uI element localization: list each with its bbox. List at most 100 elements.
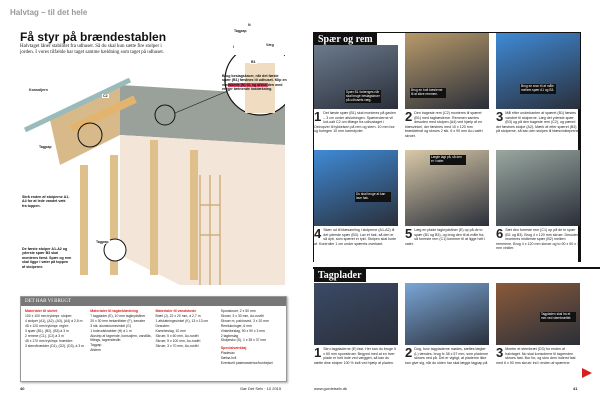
materials-item: Kamrbeslag, 10 mm: [155, 329, 186, 334]
label-b1: B1: [250, 60, 257, 64]
photo-caption-tag: Brug en snor til at måle mellem spær A1 …: [520, 84, 556, 94]
page-number-right: 41: [573, 386, 578, 391]
materials-item: 1 tudeudskrabber (H) á 1 m: [90, 329, 132, 334]
callout-beslagskruer: Brug beslagskruer, når det første spær (…: [222, 74, 287, 92]
materials-item: 2 tagbeslag: [220, 333, 239, 338]
photo-caption-tag: Spær B1 forlænges når skal bruge beslags…: [345, 90, 381, 104]
materials-item: Skruer, 5 x 60 mm, Ao-rustfri: [155, 334, 199, 339]
materials-item: Remlukninger, 6 mm: [220, 323, 252, 328]
materials-item: 20 x 30 mm trekantlister (F), tomater: [90, 319, 146, 324]
special-tools-title: Specialværktøj: [220, 345, 247, 350]
materials-item: 100 x 100 mm trykimpr. stolper:: [25, 314, 73, 319]
page-number-left: 40: [20, 386, 25, 391]
step-photo: [405, 33, 489, 109]
materials-item: 7 tagplader (E), 10 mm tagkrydsfiner: [90, 314, 146, 319]
label-n: N: [247, 23, 252, 27]
step-text: Sæt den forreste rem (C1) op på de to sp…: [496, 228, 580, 251]
materials-item: Skruer, 5 x 100 mm, Ao-rustfri: [155, 338, 201, 343]
step-photo: [496, 33, 580, 109]
materials-item: Afstem: [90, 348, 101, 353]
step-photo: [405, 283, 489, 345]
step-text: Det første spær (B1) skal monteres på ga…: [314, 111, 396, 134]
magazine-issue: Gør Det Selv · 10 2015: [240, 386, 282, 391]
section-title-spaer: Spær og rem: [314, 33, 377, 46]
website: www.gordetselv.dk: [314, 386, 348, 391]
photo-caption-tag: Lægte lagt på, så den er i vater.: [430, 155, 466, 165]
step-number: 3: [496, 109, 504, 124]
section-title-tagplader: Tagplader: [314, 269, 366, 282]
materials-item: Spunskruer, 2 x 50 mm: [220, 309, 256, 313]
materials-heading: DET HAR VI BRUGT: [21, 297, 286, 306]
label-tagpap-2: Tagpap: [38, 145, 53, 149]
materials-item: 1 afsluttningsvinkel (K), 13 x 13 cm: [155, 319, 209, 324]
label-i: I: [232, 45, 235, 49]
step-text: Skær ud til blæsamling i stolperne (A1-A…: [314, 228, 397, 246]
materials-item: Tagpap: [90, 343, 102, 348]
special-tool-item: Eventuelt pastmasterbor/kunbejsel: [220, 361, 273, 366]
materials-column-title: Materialer til skelet: [25, 309, 58, 313]
step-number: 4: [314, 226, 322, 241]
step-text: Den bageste rem (C2) monteres til spæret…: [405, 111, 483, 138]
article-intro: Halvtaget låner stabilitet fra udhuset. …: [20, 44, 164, 55]
step-text: Skru tagpladerne (E) fast. Her kan du br…: [314, 347, 396, 365]
article-title: Få styr på brændestablen: [20, 30, 167, 44]
materials-item: Vinkelbeslag, 90 x 90 x 3 mm: [220, 328, 265, 333]
materials-item: 4 stolper (A1), (A2), (A3), (A4) á 2,5 m: [25, 319, 83, 324]
step-photo: [314, 150, 398, 226]
label-tagpap-3: Tagpap: [95, 240, 110, 244]
step-number: 5: [405, 226, 413, 241]
step-text: Mål efter underkanten af spæret (B1) fæs…: [496, 111, 580, 134]
page-kicker: Halvtag – til det hele: [10, 8, 88, 17]
materials-item: Desuden:: [155, 324, 171, 329]
materials-item: Alustrip af tagrende, konsoljern, vandlå…: [90, 334, 152, 343]
label-c2: C2: [102, 94, 109, 98]
materials-column-title: Materialer til vandskede: [155, 309, 197, 313]
materials-item: Skruer, 3 x 70 mm, Ao-rustfri: [155, 343, 199, 348]
materials-item: Skruer, 3 x 30 mm, Ao-rustfri: [220, 313, 264, 318]
callout-stolper: Skrå enden af stolperne A1-A4 for at led…: [22, 195, 70, 208]
step-text: Dog, hvor tagpladerne mødes, sættes lægt…: [405, 347, 489, 365]
materials-item: Stolpesko (S), 1 x 35 x 37 mm: [220, 338, 267, 343]
special-tool-item: Pladesav: [220, 351, 235, 356]
step-number: 3: [496, 345, 504, 360]
special-tool-item: Sæbø-hvil: [220, 356, 237, 361]
step-text: Monter et sternbræt (D3) for enden af ha…: [496, 347, 576, 365]
materials-item: Skruer m. pakhoved, 3 x 20 mm: [220, 318, 269, 323]
materials-item: 2 remme (C1), (C2) á 3 m: [25, 334, 64, 339]
shed-illustration: [23, 55, 285, 285]
materials-item: Bræt (J), 22 x 20 mm, á 2,7 m: [155, 314, 201, 319]
photo-caption-tag: Tagpladen skal ha et mm ved sternbrættet…: [540, 312, 576, 322]
materials-item: 45 x 120 mm trykimpr. regler:: [25, 324, 69, 329]
materials-item: 3 stern/brædder (D1), (D2), (D3), á 3 m: [25, 343, 84, 348]
materials-item: 45 x 170 mm trykimpr. brædder:: [25, 338, 74, 343]
callout-first-posts: De første stolper A1-A2 og yderste spær …: [22, 247, 72, 269]
photo-caption-tag: Brug en bolt bæslerne til at sikre remme…: [410, 88, 446, 98]
step-number: 1: [314, 345, 322, 360]
step-text: Læg en plade tagkrydsfiner (E) op på de …: [405, 228, 486, 246]
section-divider: [313, 267, 600, 269]
materials-column-title: Materialer til tagbeklædning: [90, 309, 138, 313]
photo-caption-tag: Du skal bruge at kan lave hak.: [355, 192, 391, 202]
step-photo: [314, 283, 398, 345]
step-number: 6: [496, 226, 504, 241]
materials-item: 3 spær (B1), (B2), (B3) á 3 m: [25, 329, 69, 334]
label-tagpap: Tagpap: [233, 29, 248, 33]
materials-item: 3 stk. aluminiumsvinkel (G): [90, 324, 131, 329]
next-page-arrow-icon: [582, 368, 592, 378]
step-number: 1: [314, 109, 322, 124]
section-spaer-og-rem: [313, 32, 581, 262]
step-number: 2: [405, 345, 413, 360]
